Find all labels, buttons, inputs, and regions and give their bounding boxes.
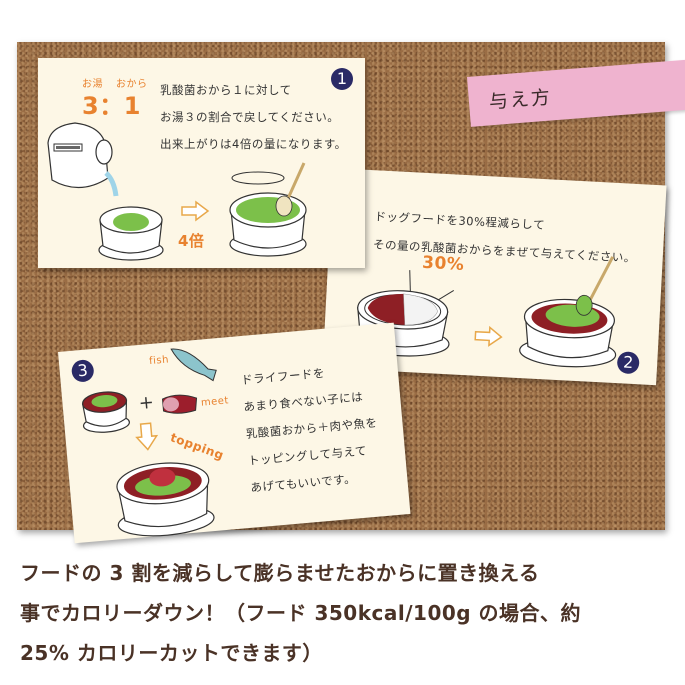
title-note-label: 与え方 — [488, 86, 553, 114]
multiplier-label: 4倍 — [178, 232, 205, 250]
bowl-okara-small-icon — [81, 391, 130, 433]
step-number-3: 3 — [70, 358, 95, 383]
meat-icon — [161, 394, 198, 414]
arrow-right-icon — [181, 200, 210, 222]
ratio-value: 3：1 — [82, 92, 141, 120]
hot-water-label: お湯 — [82, 79, 103, 90]
plus-sign: + — [137, 391, 156, 415]
step-card-3: 3 fish + meet topping ドライフードを あまり食べない子には… — [58, 322, 411, 544]
step-number-1: 1 — [331, 68, 353, 90]
fish-label: fish — [148, 354, 170, 368]
bowl-stirred-okara-spoon-icon — [229, 162, 307, 257]
card3-line-2: あまり食べない子には — [242, 389, 364, 415]
kettle-icon — [47, 122, 119, 197]
card2-line-1: ドッグフードを30%程減らして — [374, 209, 546, 233]
caption-line-2: 事でカロリーダウン！（フード 350kcal/100g の場合、約 — [20, 601, 582, 625]
arrow-right-icon — [474, 325, 503, 347]
card3-line-1: ドライフードを — [240, 365, 326, 388]
bowl-okara-spoon-icon — [519, 256, 617, 368]
step-number-2: 2 — [616, 351, 640, 375]
card3-line-4: トッピングして与えて — [247, 443, 368, 468]
caption-line-1: フードの 3 割を減らして膨らませたおからに置き換える — [20, 561, 540, 585]
step-card-2: ドッグフードを30%程減らして その量の乳酸菌おからをまぜて与えてください。 3… — [322, 168, 667, 386]
bowl-topping-icon — [116, 462, 215, 537]
caption-line-3: 25% カロリーカットできます） — [20, 641, 323, 665]
card1-line-2: お湯３の割合で戻してください。 — [160, 110, 340, 124]
card3-line-3: 乳酸菌おから＋肉や魚を — [245, 415, 378, 441]
fish-icon — [170, 348, 217, 382]
meat-label: meet — [200, 395, 230, 409]
card1-line-1: 乳酸菌おから１に対して — [160, 83, 292, 97]
step-card-1: お湯 おから 3：1 乳酸菌おから１に対して お湯３の割合で戻してください。 出… — [38, 58, 365, 268]
okara-label: おから — [116, 79, 148, 90]
arrow-down-icon — [135, 422, 159, 451]
bowl-okara-icon — [98, 206, 164, 261]
card1-line-3: 出来上がりは4倍の量になります。 — [160, 137, 347, 151]
card3-line-5: あげてもいいです。 — [249, 471, 357, 495]
